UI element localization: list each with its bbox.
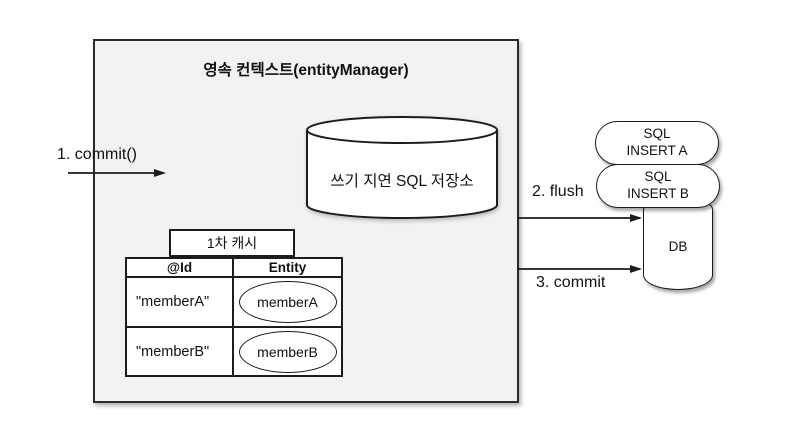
sql-insert-b-line2: INSERT B <box>627 186 689 201</box>
sql-store-label: 쓰기 지연 SQL 저장소 <box>330 173 474 190</box>
database-node: DB <box>643 202 713 290</box>
cylinder-shape-icon <box>306 116 498 219</box>
entity-ellipse: memberB <box>238 330 337 373</box>
sql-store-cylinder: 쓰기 지연 SQL 저장소 <box>305 115 499 221</box>
sql-insert-b-node: SQL INSERT B <box>596 164 720 208</box>
table-row-id: "memberB" <box>127 328 234 375</box>
table-row-id: "memberA" <box>127 278 234 328</box>
table-header-entity: Entity <box>234 259 341 278</box>
commit-label: 3. commit <box>536 274 606 291</box>
persistence-context-title: 영속 컨텍스트(entityManager) <box>203 62 409 79</box>
entity-ellipse: memberA <box>238 281 337 323</box>
sql-insert-a-node: SQL INSERT A <box>595 121 719 165</box>
sql-insert-a-line1: SQL <box>643 126 671 142</box>
sql-insert-a-line2: INSERT A <box>626 143 688 158</box>
flush-label: 2. flush <box>532 183 584 200</box>
table-header-id: @Id <box>127 259 234 278</box>
table-row-entity: memberA <box>234 278 341 328</box>
persistence-context-box: 영속 컨텍스트(entityManager) 쓰기 지연 SQL 저장소 1차 … <box>93 39 519 403</box>
sql-insert-b-line1: SQL <box>644 169 672 185</box>
database-label: DB <box>668 238 688 254</box>
table-row-entity: memberB <box>234 328 341 375</box>
commit-call-label: 1. commit() <box>57 146 137 163</box>
first-level-cache-table: @Id Entity "memberA" memberA "memberB" m… <box>125 257 343 377</box>
first-level-cache-tab: 1차 캐시 <box>169 229 295 257</box>
